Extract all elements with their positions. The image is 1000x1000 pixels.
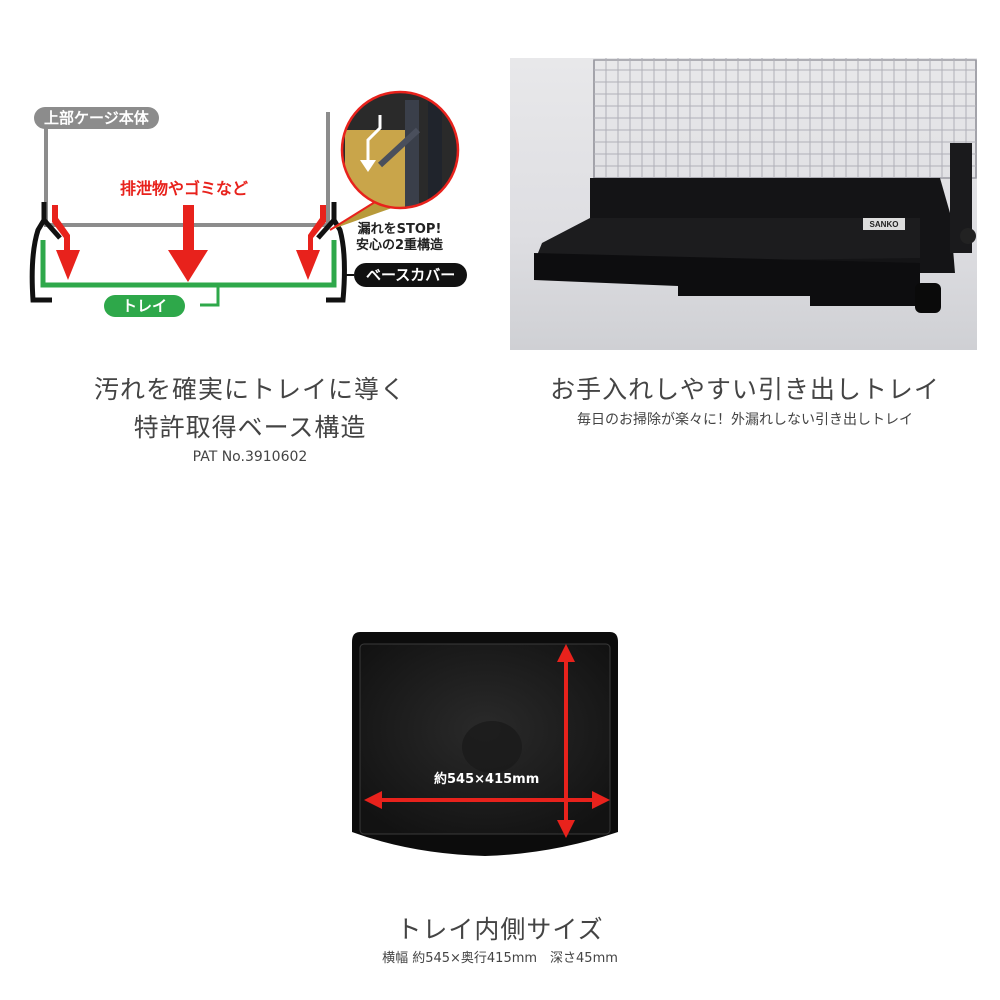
tray-label: トレイ xyxy=(104,295,186,317)
tray-size-title: トレイ内側サイズ xyxy=(396,915,604,944)
leak-stop-note: 漏れをSTOP! 安心の2重構造 xyxy=(356,222,443,254)
diagram-lines xyxy=(29,90,460,307)
brand-plate: SANKO xyxy=(870,220,899,229)
tray-size-spec: 横幅 約545×奥行415mm 深さ45mm xyxy=(382,951,618,966)
leak-stop-line2: 安心の2重構造 xyxy=(356,238,444,253)
base-structure-diagram: 上部ケージ本体 排泄物やゴミなど 漏れをSTOP! 安心の2重構造 ベースカバー… xyxy=(0,90,480,330)
cage-illustration: SANKO xyxy=(534,58,977,313)
base-cover-label: ベースカバー xyxy=(354,263,468,287)
tray-dimension-label: 約545×415mm xyxy=(434,772,540,787)
right-caption-subtitle: 毎日のお掃除が楽々に！外漏れしない引き出しトレイ xyxy=(577,412,913,428)
bottom-caption: トレイ内側サイズ 横幅 約545×奥行415mm 深さ45mm xyxy=(300,912,700,970)
tray-illustration xyxy=(352,632,618,856)
debris-label: 排泄物やゴミなど xyxy=(120,179,249,198)
cage-drawer-photo: SANKO xyxy=(510,58,977,350)
left-caption: 汚れを確実にトレイに導く 特許取得ベース構造 PAT No.3910602 xyxy=(0,372,500,466)
upper-cage-label: 上部ケージ本体 xyxy=(34,107,159,129)
left-caption-line1: 汚れを確実にトレイに導く xyxy=(93,375,406,404)
tray-photo: 約545×415mm xyxy=(352,632,618,857)
left-caption-line2: 特許取得ベース構造 xyxy=(133,413,367,442)
leak-stop-line1: 漏れをSTOP! xyxy=(357,222,442,237)
right-caption: お手入れしやすい引き出しトレイ 毎日のお掃除が楽々に！外漏れしない引き出しトレイ xyxy=(500,372,990,432)
right-caption-title: お手入れしやすい引き出しトレイ xyxy=(550,375,940,404)
patent-number: PAT No.3910602 xyxy=(192,449,308,465)
